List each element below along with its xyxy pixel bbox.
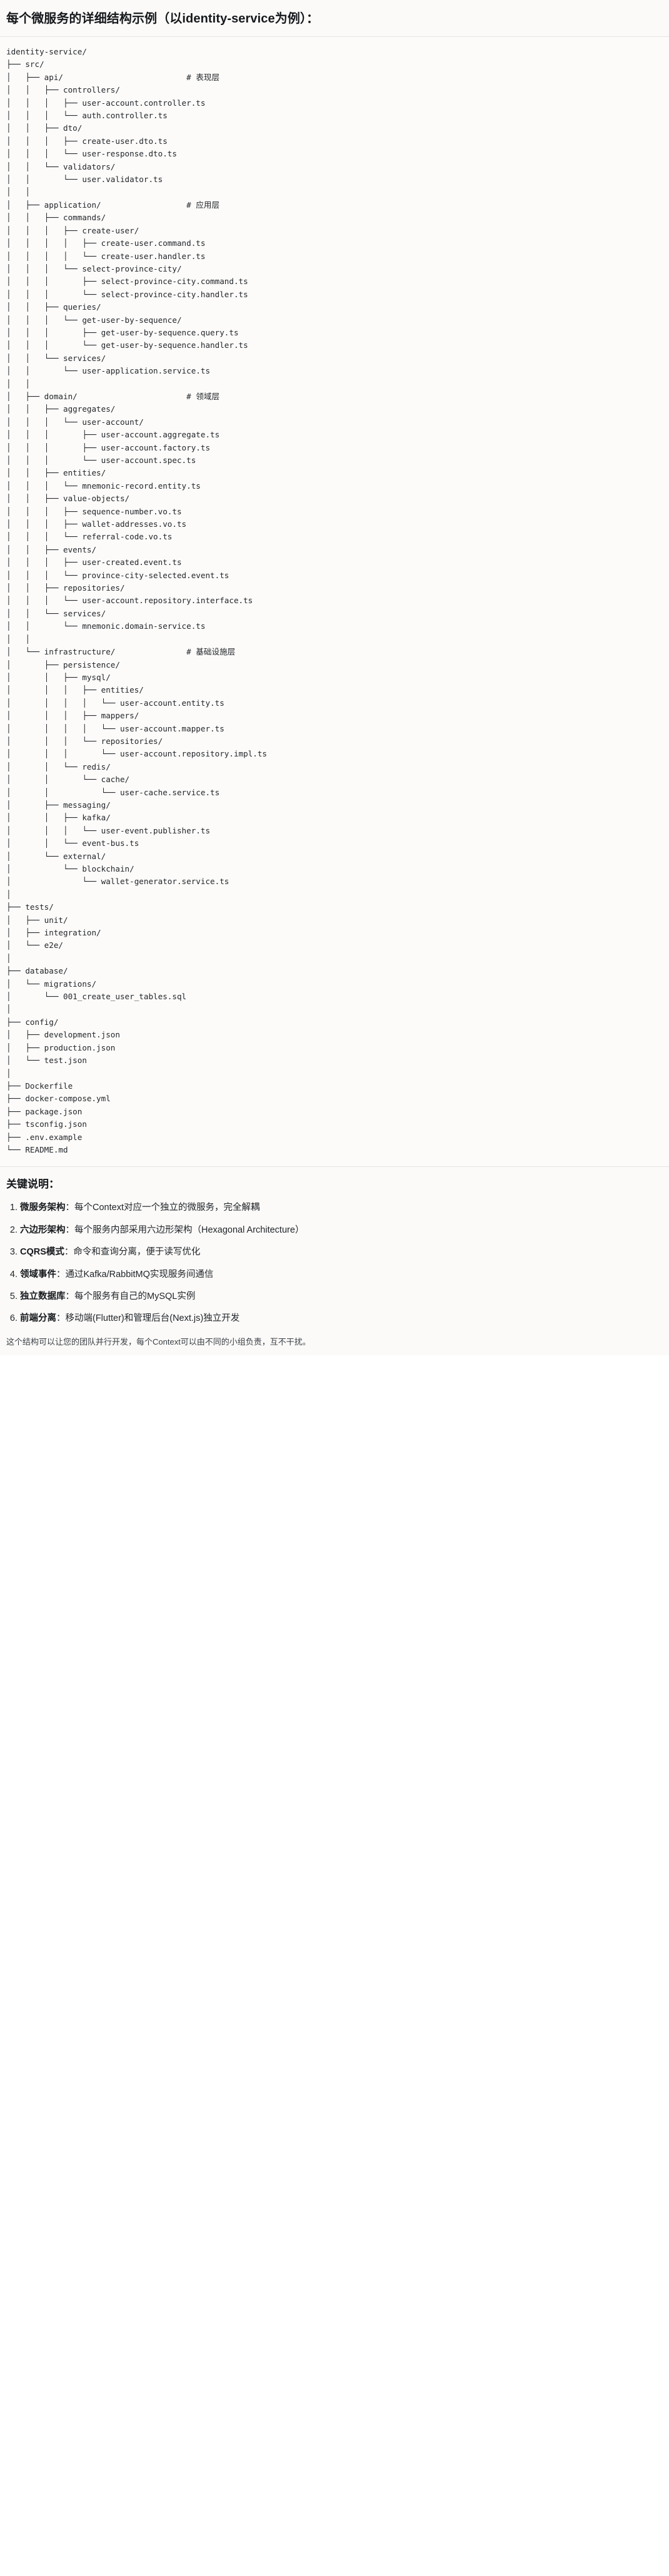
note-text: 每个Context对应一个独立的微服务，完全解耦 bbox=[74, 1203, 260, 1213]
note-separator: ： bbox=[56, 1269, 66, 1280]
page-root: 每个微服务的详细结构示例（以identity-service为例）： ident… bbox=[0, 0, 669, 1355]
note-separator: ： bbox=[64, 1247, 74, 1258]
note-label: 前端分离 bbox=[20, 1313, 56, 1324]
key-notes-list: 微服务架构：每个Context对应一个独立的微服务，完全解耦 六边形架构：每个服… bbox=[6, 1201, 663, 1326]
list-item: 独立数据库：每个服务有自己的MySQL实例 bbox=[20, 1290, 663, 1303]
note-label: 领域事件 bbox=[20, 1269, 56, 1280]
list-item: CQRS模式：命令和查询分离，便于读写优化 bbox=[20, 1245, 663, 1259]
note-text: 每个服务内部采用六边形架构（Hexagonal Architecture） bbox=[74, 1224, 304, 1235]
list-item: 领域事件：通过Kafka/RabbitMQ实现服务间通信 bbox=[20, 1268, 663, 1281]
note-text: 移动端(Flutter)和管理后台(Next.js)独立开发 bbox=[65, 1313, 240, 1324]
note-separator: ： bbox=[65, 1291, 75, 1302]
list-item: 六边形架构：每个服务内部采用六边形架构（Hexagonal Architectu… bbox=[20, 1223, 663, 1237]
note-separator: ： bbox=[65, 1203, 75, 1213]
list-item: 前端分离：移动端(Flutter)和管理后台(Next.js)独立开发 bbox=[20, 1311, 663, 1325]
note-text: 通过Kafka/RabbitMQ实现服务间通信 bbox=[65, 1269, 214, 1280]
title-section: 每个微服务的详细结构示例（以identity-service为例）： bbox=[0, 0, 669, 37]
note-label: 六边形架构 bbox=[20, 1224, 66, 1235]
note-text: 命令和查询分离，便于读写优化 bbox=[73, 1247, 201, 1258]
note-separator: ： bbox=[56, 1313, 66, 1324]
directory-tree-section: identity-service/ ├── src/ │ ├── api/ # … bbox=[0, 37, 669, 1168]
note-label: 微服务架构 bbox=[20, 1203, 66, 1213]
directory-tree: identity-service/ ├── src/ │ ├── api/ # … bbox=[6, 47, 268, 1154]
key-notes-section: 关键说明： 微服务架构：每个Context对应一个独立的微服务，完全解耦 六边形… bbox=[0, 1167, 669, 1355]
list-item: 微服务架构：每个Context对应一个独立的微服务，完全解耦 bbox=[20, 1201, 663, 1214]
note-label: 独立数据库 bbox=[20, 1291, 66, 1302]
key-notes-title: 关键说明： bbox=[6, 1178, 59, 1191]
note-label: CQRS模式 bbox=[20, 1247, 64, 1258]
note-text: 每个服务有自己的MySQL实例 bbox=[74, 1291, 196, 1302]
note-separator: ： bbox=[65, 1224, 75, 1235]
closing-paragraph: 这个结构可以让您的团队并行开发，每个Context可以由不同的小组负责，互不干扰… bbox=[6, 1336, 311, 1347]
page-title: 每个微服务的详细结构示例（以identity-service为例）： bbox=[6, 12, 319, 26]
